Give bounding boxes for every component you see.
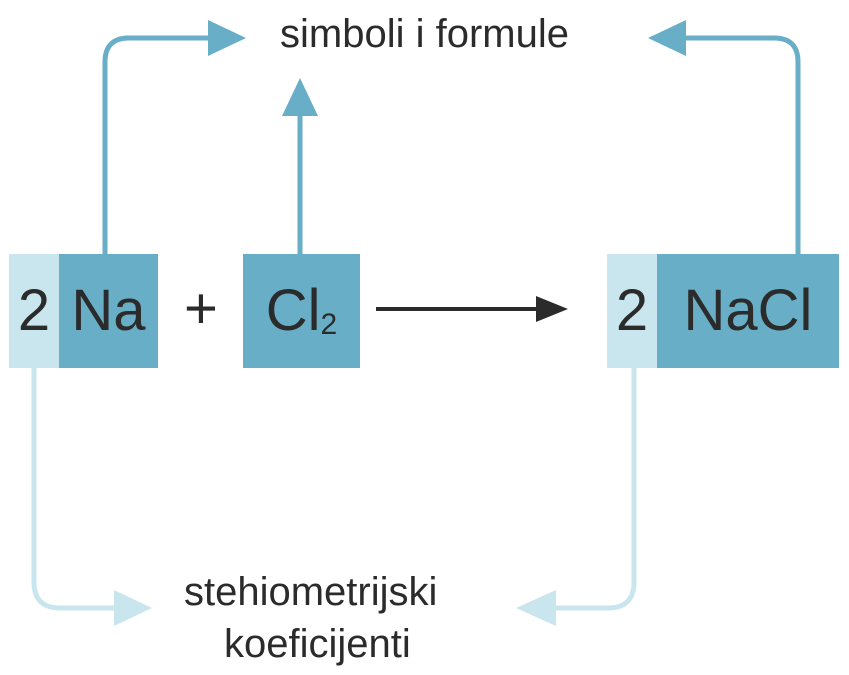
coefficient-arrowhead-left [114, 590, 152, 626]
product-coefficient: 2 [607, 254, 657, 368]
formula-arrow-right [682, 35, 801, 254]
coefficient-arrowhead-right [516, 590, 556, 626]
reactant2-subscript: 2 [320, 308, 338, 341]
reactant2-formula: Cl [265, 278, 321, 343]
formula-arrowhead-left [208, 20, 246, 56]
label-stoichiometric-line2: koeficijenti [224, 622, 411, 666]
coefficient-arrow-left [31, 368, 118, 611]
label-symbols-formulas: simboli i formule [280, 12, 569, 56]
formula-arrowhead-middle [282, 78, 318, 116]
coefficient-arrow-right [552, 368, 637, 611]
reaction-arrowhead [536, 296, 568, 322]
product-formula: NaCl [657, 254, 839, 368]
formula-arrow-left [102, 35, 212, 254]
plus-operator: + [184, 276, 218, 341]
formula-arrowhead-right [648, 20, 686, 56]
reactant1-formula: Na [59, 254, 158, 368]
reactant1-coefficient: 2 [9, 254, 59, 368]
label-stoichiometric-line1: stehiometrijski [184, 570, 438, 614]
